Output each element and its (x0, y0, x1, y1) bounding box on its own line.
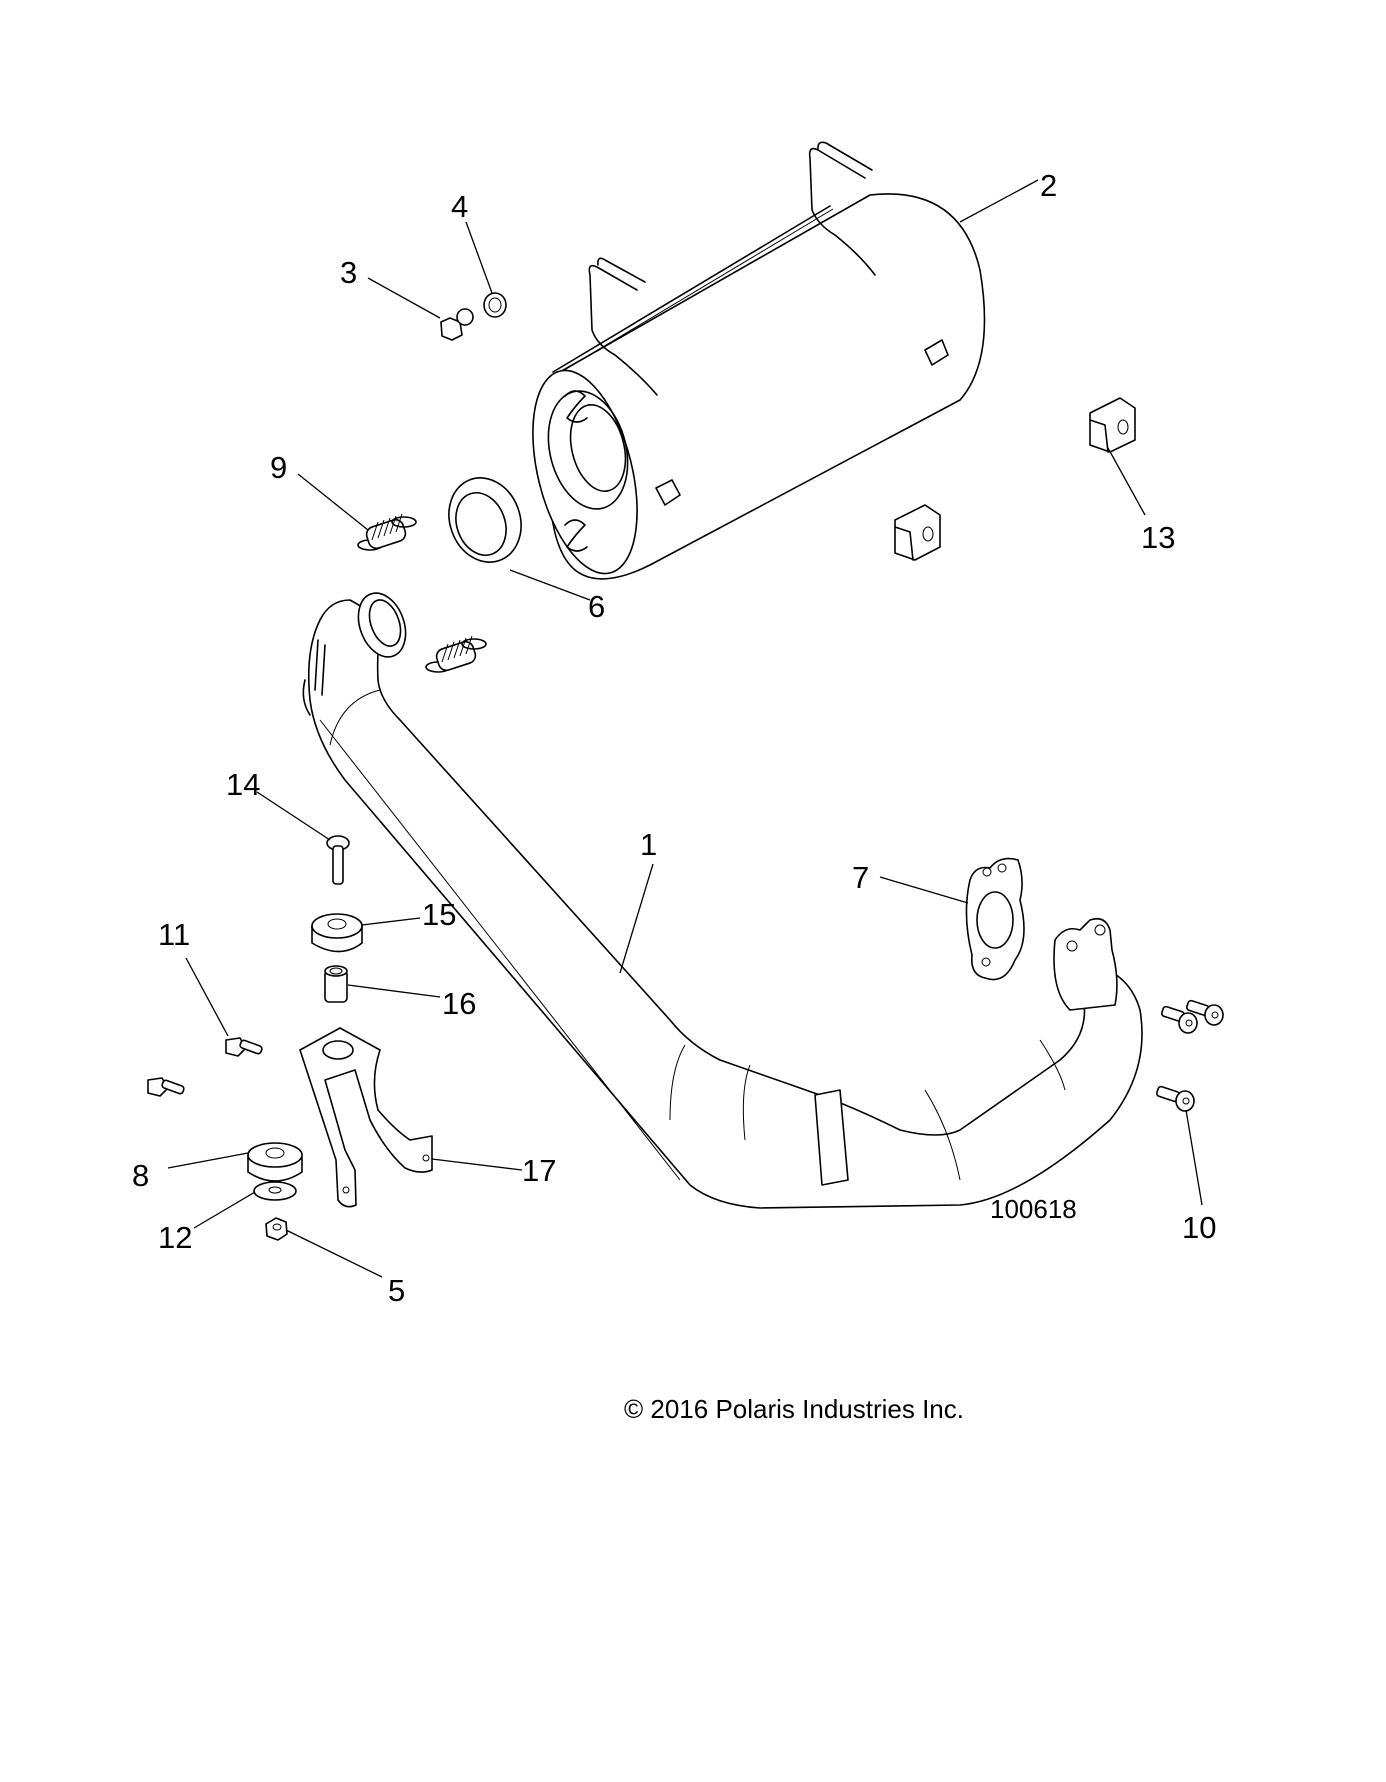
part-11-flange-bolt[interactable] (225, 1037, 263, 1057)
leader-5 (285, 1229, 383, 1278)
part-13-isolator-2[interactable] (894, 504, 941, 561)
leader-12 (193, 1191, 256, 1229)
part-2-muffler[interactable] (514, 141, 986, 584)
part-14-carriage-bolt[interactable] (326, 835, 350, 885)
callout-9[interactable]: 9 (270, 450, 287, 485)
callout-5[interactable]: 5 (388, 1273, 405, 1308)
callout-2[interactable]: 2 (1040, 168, 1057, 203)
part-9-spring-2[interactable] (425, 635, 487, 673)
part-8-grommet[interactable] (247, 1142, 303, 1182)
leader-10 (1185, 1109, 1203, 1206)
leader-7 (879, 876, 969, 904)
part-16-bushing[interactable] (324, 965, 348, 1003)
part-7-gasket[interactable] (965, 857, 1025, 981)
callout-8[interactable]: 8 (132, 1158, 149, 1193)
leader-2 (959, 179, 1039, 223)
leader-16 (347, 984, 441, 998)
part-3-plug[interactable] (440, 308, 474, 341)
leader-13 (1107, 447, 1146, 516)
leader-17 (431, 1158, 523, 1171)
leader-6 (509, 569, 591, 601)
callout-11[interactable]: 11 (158, 917, 190, 952)
part-10-cap-screw[interactable] (1160, 999, 1224, 1034)
leader-15 (361, 917, 421, 926)
callout-17[interactable]: 17 (522, 1153, 556, 1188)
copyright-notice: © 2016 Polaris Industries Inc. (624, 1394, 964, 1424)
callout-15[interactable]: 15 (422, 897, 456, 932)
leader-3 (367, 277, 441, 319)
callout-10[interactable]: 10 (1182, 1210, 1216, 1245)
part-11-flange-bolt-2[interactable] (147, 1077, 185, 1097)
part-13-isolator[interactable] (1089, 397, 1136, 453)
part-17-bracket[interactable] (299, 1027, 433, 1208)
part-5-nut[interactable] (265, 1217, 288, 1241)
part-10-cap-screw-2[interactable] (1155, 1085, 1195, 1112)
leader-1 (619, 863, 654, 974)
callout-1[interactable]: 1 (640, 827, 657, 862)
part-15-grommet[interactable] (311, 913, 363, 953)
callout-3[interactable]: 3 (340, 255, 357, 290)
figure-number: 100618 (990, 1194, 1077, 1224)
leader-9 (297, 473, 369, 531)
callout-14[interactable]: 14 (226, 767, 260, 802)
callout-16[interactable]: 16 (442, 986, 476, 1021)
part-6-seal[interactable] (437, 468, 532, 573)
part-12-washer[interactable] (253, 1181, 297, 1201)
part-9-spring[interactable] (357, 513, 417, 551)
part-1-exhaust-pipe[interactable] (302, 586, 1143, 1209)
callout-7[interactable]: 7 (852, 860, 869, 895)
leader-14 (256, 791, 331, 841)
leader-11 (185, 957, 229, 1037)
callout-6[interactable]: 6 (588, 589, 605, 624)
leader-8 (167, 1152, 249, 1169)
callout-12[interactable]: 12 (158, 1220, 192, 1255)
part-4-washer[interactable] (483, 292, 507, 318)
callout-13[interactable]: 13 (1141, 520, 1175, 555)
leader-4 (465, 221, 493, 294)
callout-4[interactable]: 4 (451, 189, 468, 224)
